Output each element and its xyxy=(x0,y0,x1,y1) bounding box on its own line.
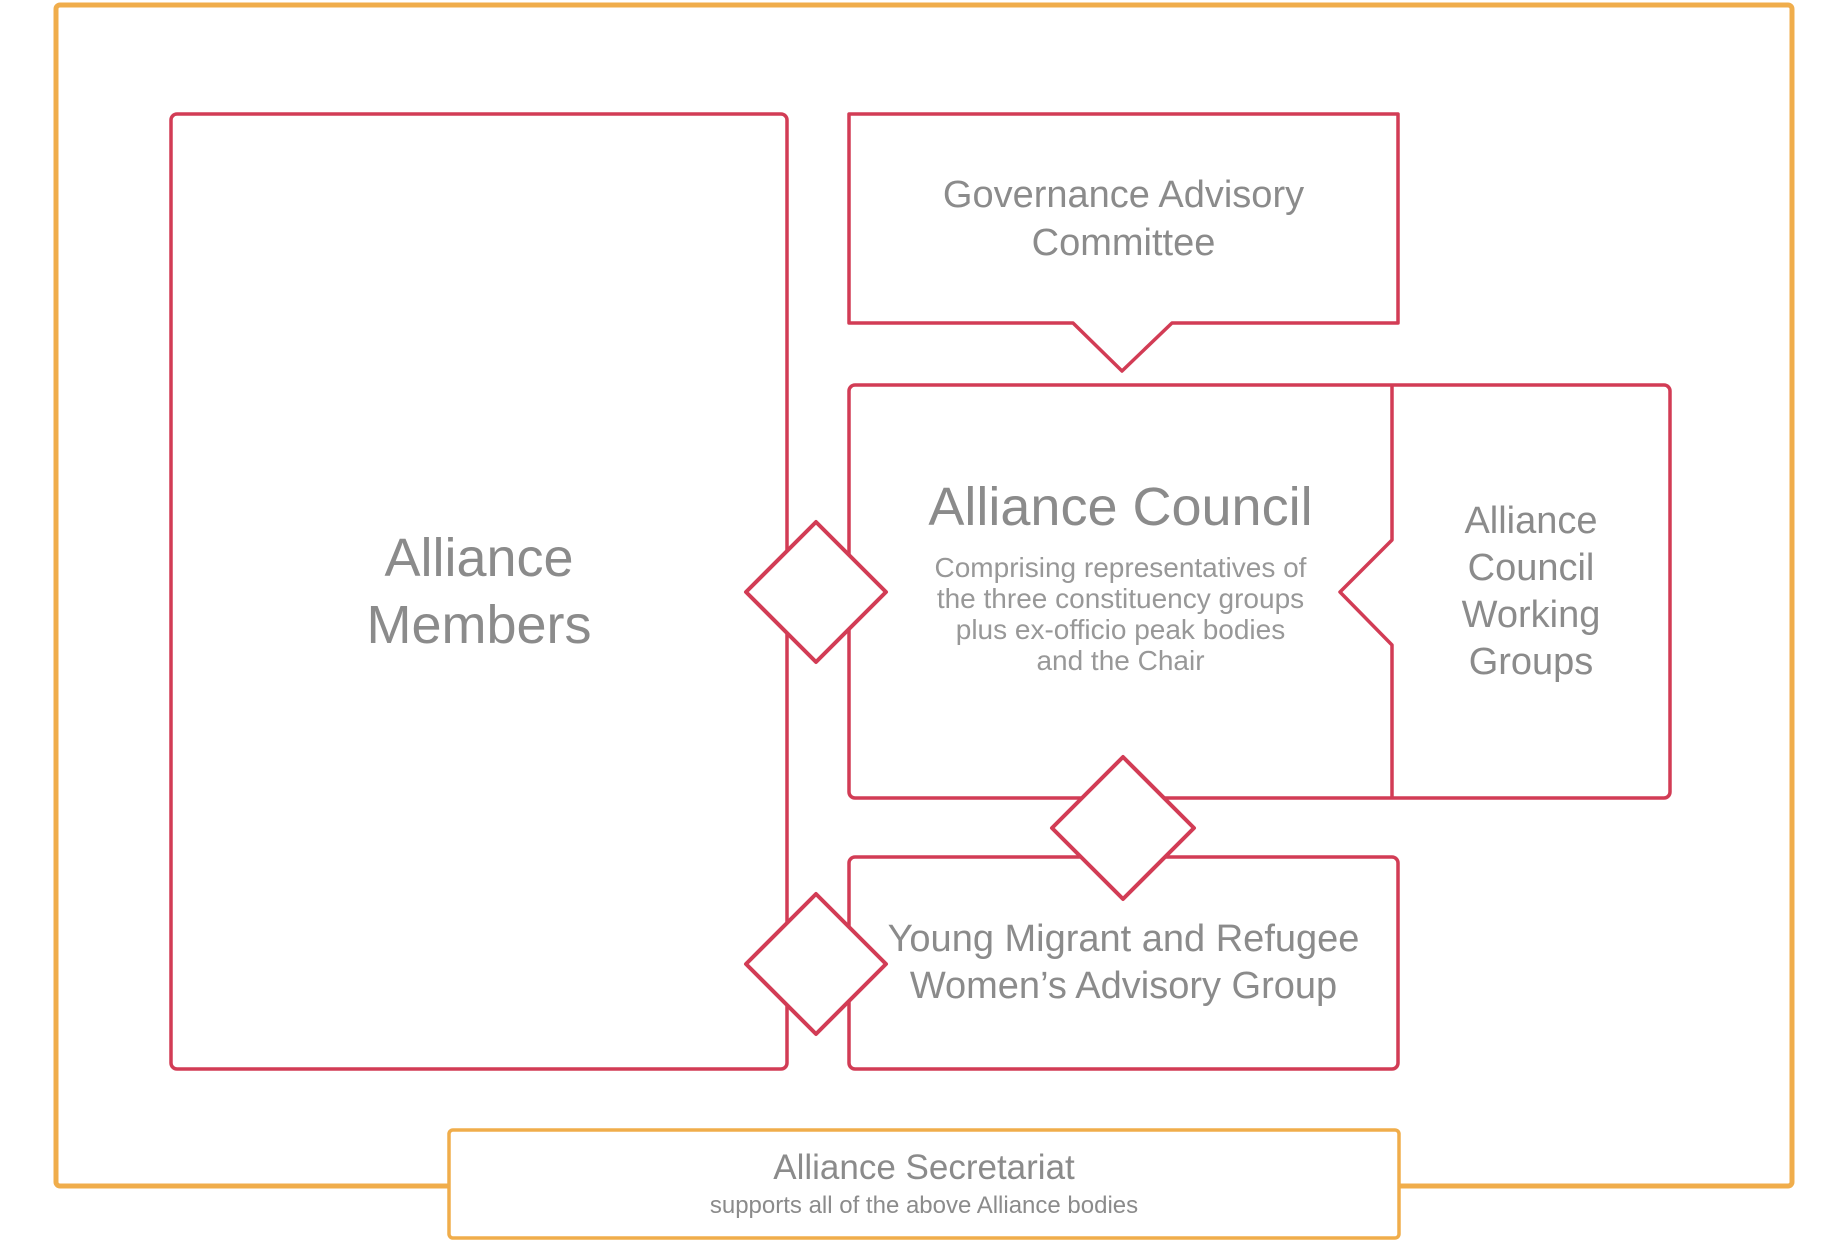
connector-diamond-members-advisory-group xyxy=(744,892,888,1036)
connector-diamond-council-advisory-group xyxy=(1050,755,1196,901)
alliance-council-working-groups-outline xyxy=(847,383,1672,800)
governance-advisory-committee-box xyxy=(847,112,1400,373)
alliance-secretariat-box xyxy=(447,1128,1401,1240)
alliance-members-box xyxy=(169,112,789,1071)
connector-diamond-members-council xyxy=(744,520,888,664)
working-groups-divider-chevron xyxy=(1338,385,1394,798)
